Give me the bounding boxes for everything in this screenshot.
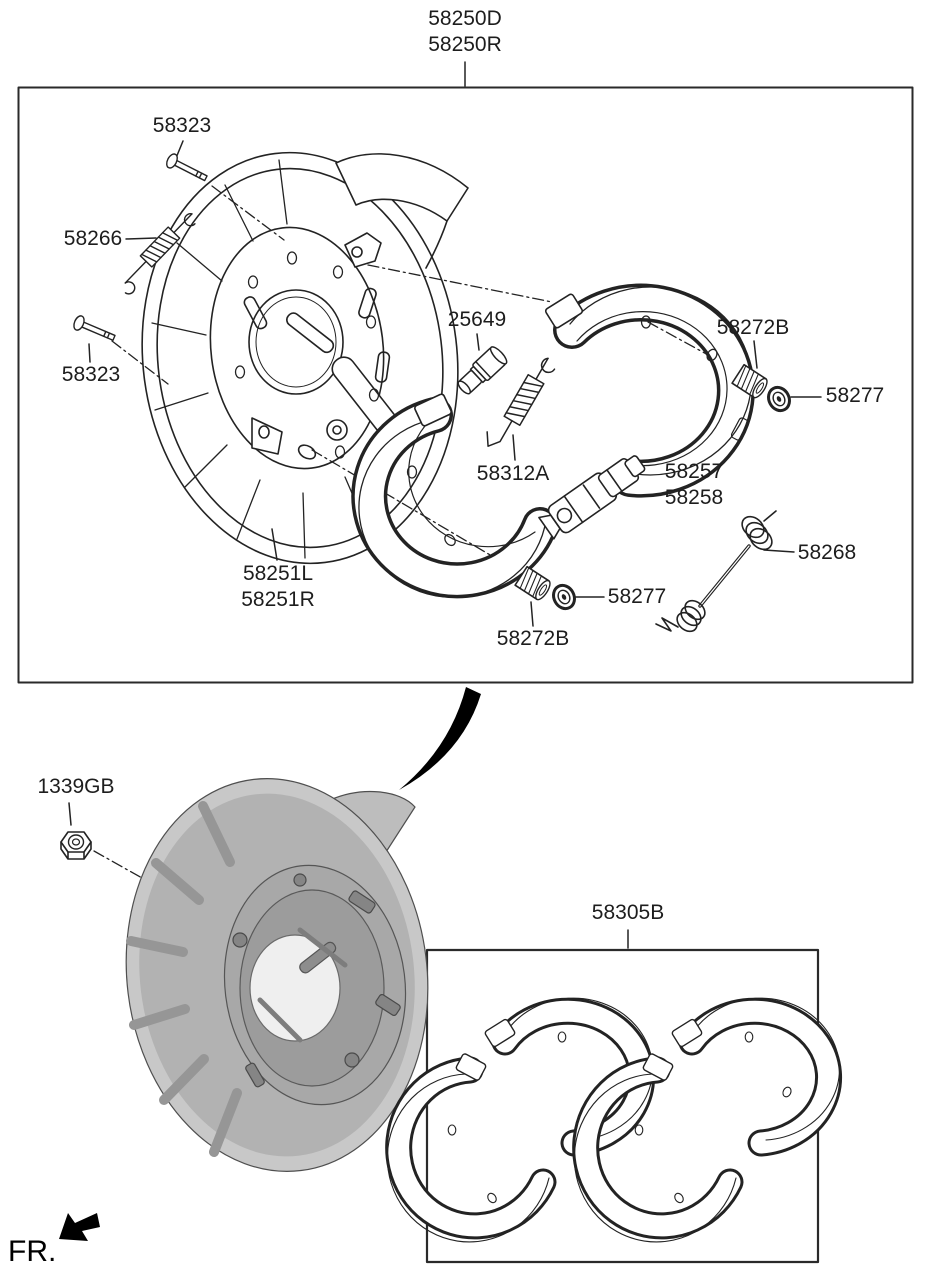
adjuster-drawing [538, 455, 646, 540]
assembled-backing-plate-render [125, 778, 429, 1172]
part-label-holddown-bottom: 58272B [496, 627, 570, 650]
part-label-adjuster-line2: 58258 [664, 486, 724, 509]
assembly-code-line1: 58250D [428, 7, 502, 30]
bolt-left-drawing [73, 315, 116, 341]
part-label-strut-spring: 58268 [797, 541, 857, 564]
holddown-spring-bottom-drawing [514, 565, 551, 601]
part-label-plug: 25649 [447, 308, 507, 331]
bolt-top-drawing [166, 153, 208, 182]
shield-vents [151, 159, 371, 559]
shoe-pair-drawing [385, 997, 656, 1243]
part-label-bolt-left: 58323 [61, 363, 121, 386]
part-label-washer-right: 58277 [825, 384, 885, 407]
assembly-code-label: 58250D 58250R [428, 6, 502, 58]
front-direction-label: FR. [8, 1235, 57, 1268]
part-label-shoe-return-spring: 58312A [476, 462, 550, 485]
backing-plate-drawing [141, 151, 469, 565]
part-label-shoe-kit: 58305B [591, 901, 665, 924]
fr-arrow-icon [59, 1213, 100, 1241]
render-mechanism-details [232, 873, 401, 1088]
part-label-adjuster-line1: 58257 [664, 460, 724, 483]
part-label-backing-plate-line2: 58251R [241, 588, 315, 611]
part-label-adjuster: 58257 58258 [665, 459, 723, 511]
part-label-bolt-top: 58323 [152, 114, 212, 137]
part-label-holddown-right: 58272B [716, 316, 790, 339]
holddown-spring-right-drawing [731, 363, 768, 399]
plug-25649-drawing [457, 346, 508, 395]
return-spring-58266-drawing [124, 213, 196, 295]
washer-bottom-drawing [552, 583, 576, 611]
spindle-bar [286, 312, 335, 354]
shoe-spring-58312a-drawing [486, 357, 556, 447]
part-label-backing-plate-line1: 58251L [242, 562, 314, 585]
washer-right-drawing [767, 385, 791, 413]
brake-shoe-lower-drawing [351, 393, 558, 599]
assembly-code-line2: 58250R [428, 33, 502, 56]
nut-drawing [60, 831, 92, 860]
brake-shoe-right-drawing [544, 283, 755, 498]
flow-arrow [399, 687, 481, 790]
part-label-washer-bottom: 58277 [607, 585, 667, 608]
part-label-backing-plate: 58251L 58251R [241, 561, 315, 613]
render-vents [126, 801, 242, 1157]
part-label-nut: 1339GB [37, 775, 115, 798]
top-assembly-box [17, 86, 914, 684]
strut-spring-drawing [655, 510, 777, 633]
part-label-spring-left: 58266 [63, 227, 123, 250]
